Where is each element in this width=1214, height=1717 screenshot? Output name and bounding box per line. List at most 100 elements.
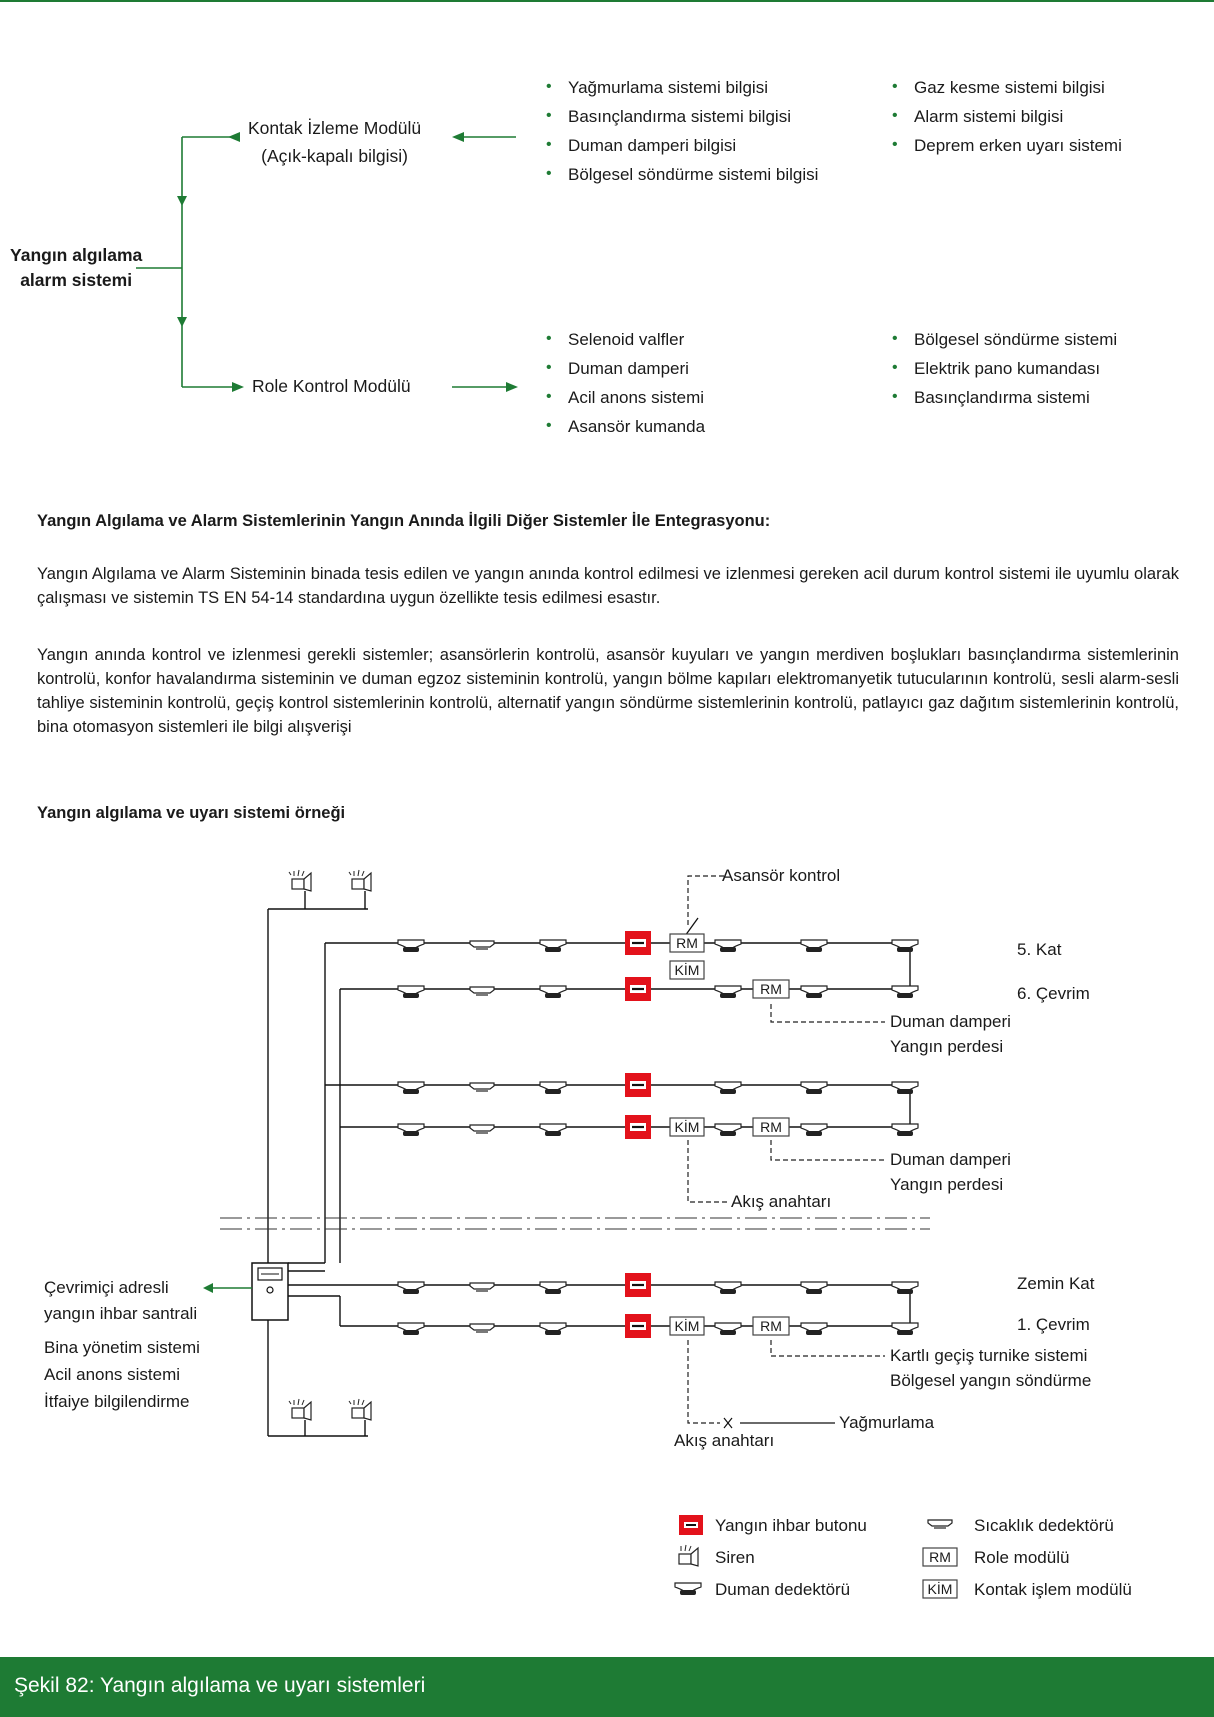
smoke-detector-icon — [539, 1281, 567, 1295]
smoke-detector-icon — [800, 1322, 828, 1336]
rm-box-label: RM — [676, 935, 698, 951]
heat-detector-icon — [469, 1323, 495, 1333]
fire-button-icon — [679, 1515, 703, 1535]
flow-switch-2-label: Akış anahtarı — [674, 1431, 774, 1450]
siren-icon — [288, 1398, 312, 1421]
heat-detector-icon — [469, 1082, 495, 1092]
loop-bottom-label: 1. Çevrim — [1017, 1315, 1090, 1334]
smoke-detector-icon — [539, 1081, 567, 1095]
legend: RM KİM Yangın ihbar butonu Siren Duman d… — [674, 1515, 1132, 1599]
smoke-detector-icon — [397, 1123, 425, 1137]
kim-box-label: KİM — [675, 961, 700, 978]
smoke-detector-icon — [891, 939, 919, 953]
heat-detector-icon — [469, 1282, 495, 1292]
elevator-label: Asansör kontrol — [722, 866, 840, 885]
list-item: Deprem erken uyarı sistemi — [892, 136, 1122, 156]
legend-button-label: Yangın ihbar butonu — [715, 1516, 867, 1535]
fire-button-icon — [623, 929, 653, 957]
curtain-2-label: Yangın perdesi — [890, 1175, 1003, 1194]
smoke-detector-icon — [539, 1123, 567, 1137]
smoke-detector-icon — [891, 1081, 919, 1095]
smoke-detector-icon — [714, 1322, 742, 1336]
panel-label-2: yangın ihbar santrali — [44, 1304, 197, 1323]
kim-box-label: KİM — [675, 1118, 700, 1135]
fire-button-icon — [623, 1312, 653, 1340]
legend-smoke-label: Duman dedektörü — [715, 1580, 850, 1599]
top-rule — [0, 0, 1214, 2]
fire-alarm-schematic: RM KİM RM KİM RM KİM RM Asansör kontrol … — [44, 866, 1095, 1450]
list-item: Yağmurlama sistemi bilgisi — [546, 78, 768, 98]
smoke-detector-icon — [397, 1322, 425, 1336]
figure-caption-bar: Şekil 82: Yangın algılama ve uyarı siste… — [0, 1657, 1214, 1717]
list-item: Gaz kesme sistemi bilgisi — [892, 78, 1105, 98]
list-item: Alarm sistemi bilgisi — [892, 107, 1063, 127]
panel-label-1: Çevrimiçi adresli — [44, 1278, 169, 1297]
rm-box-label: RM — [760, 981, 782, 997]
kim-legend-box-label: KİM — [928, 1580, 953, 1597]
list-item: Duman damperi — [546, 359, 689, 379]
smoke-detector-icon — [800, 985, 828, 999]
figure-caption: Şekil 82: Yangın algılama ve uyarı siste… — [14, 1674, 426, 1697]
smoke-detector-icon — [891, 1322, 919, 1336]
smoke-detector-icon — [397, 985, 425, 999]
legend-rm-label: Role modülü — [974, 1548, 1069, 1567]
smoke-detector-icon — [714, 985, 742, 999]
siren-icon — [678, 1544, 699, 1567]
list-item: Bölgesel söndürme sistemi — [892, 330, 1117, 350]
heat-detector-icon — [927, 1519, 953, 1529]
smoke-detector-icon — [714, 1281, 742, 1295]
fire-panel-icon — [251, 1262, 289, 1321]
smoke-detector-icon — [674, 1582, 702, 1595]
list-item: Selenoid valfler — [546, 330, 684, 350]
heat-detector-icon — [469, 986, 495, 996]
relay-module-node: Role Kontrol Modülü — [252, 376, 411, 396]
output-label-2: Acil anons sistemi — [44, 1365, 180, 1384]
smoke-detector-icon — [800, 1281, 828, 1295]
section-heading: Yangın Algılama ve Alarm Sistemlerinin Y… — [37, 512, 771, 530]
curtain-1-label: Yangın perdesi — [890, 1037, 1003, 1056]
heat-detector-icon — [469, 940, 495, 950]
legend-heat-label: Sıcaklık dedektörü — [974, 1516, 1114, 1535]
list-item: Acil anons sistemi — [546, 388, 704, 408]
flow-root-line1: Yangın algılama — [10, 245, 143, 265]
contact-module-node: Kontak İzleme Modülü (Açık-kapalı bilgis… — [248, 114, 421, 170]
smoke-detector-icon — [714, 939, 742, 953]
contact-module-subtitle: (Açık-kapalı bilgisi) — [261, 146, 408, 166]
smoke-detector-icon — [800, 939, 828, 953]
smoke-detector-icon — [800, 1081, 828, 1095]
fire-button-icon — [623, 975, 653, 1003]
rm-box-label: RM — [760, 1119, 782, 1135]
smoke-detector-icon — [539, 939, 567, 953]
flow-connectors — [136, 132, 518, 392]
rm-box-label: RM — [760, 1318, 782, 1334]
siren-icon — [348, 869, 372, 892]
smoke-detector-icon — [714, 1123, 742, 1137]
siren-icon — [348, 1398, 372, 1421]
turnstile-label: Kartlı geçiş turnike sistemi — [890, 1346, 1087, 1365]
paragraph-1: Yangın Algılama ve Alarm Sisteminin bina… — [37, 565, 1179, 607]
smoke-detector-icon — [539, 1322, 567, 1336]
rm-legend-box-label: RM — [929, 1549, 951, 1565]
flow-switch-1-label: Akış anahtarı — [731, 1192, 831, 1211]
zone-extinguish-label: Bölgesel yangın söndürme — [890, 1371, 1091, 1390]
smoke-detector-icon — [891, 1123, 919, 1137]
fire-button-icon — [623, 1113, 653, 1141]
siren-icon — [288, 869, 312, 892]
fire-button-icon — [623, 1071, 653, 1099]
smoke-detector-icon — [714, 1081, 742, 1095]
list-item: Duman damperi bilgisi — [546, 136, 736, 156]
list-item: Basınçlandırma sistemi bilgisi — [546, 107, 791, 127]
smoke-detector-icon — [397, 1281, 425, 1295]
contact-module-title: Kontak İzleme Modülü — [248, 118, 422, 138]
loop-top-label: 6. Çevrim — [1017, 984, 1090, 1003]
floor-top-label: 5. Kat — [1017, 940, 1062, 959]
damper-2-label: Duman damperi — [890, 1150, 1011, 1169]
fire-button-icon — [623, 1271, 653, 1299]
kim-legend-box — [922, 1579, 958, 1599]
kim-box-label: KİM — [675, 1317, 700, 1334]
legend-kim-label: Kontak işlem modülü — [974, 1580, 1132, 1599]
smoke-detector-icon — [891, 985, 919, 999]
smoke-detector-icon — [891, 1281, 919, 1295]
list-item: Bölgesel söndürme sistemi bilgisi — [546, 165, 818, 185]
list-item: Asansör kumanda — [546, 417, 705, 437]
